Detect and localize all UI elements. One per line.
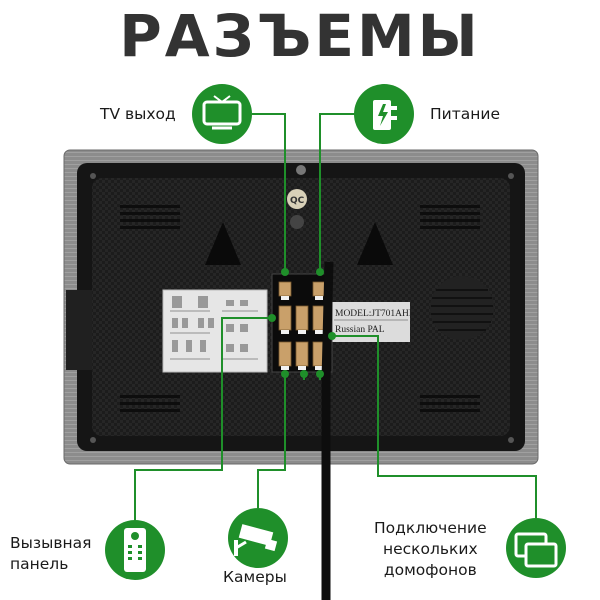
multi-intercom-label-line1: Подключение <box>374 519 487 537</box>
multi-intercom-label: Подключение нескольких домофонов <box>374 518 487 581</box>
cameras-label: Камеры <box>223 568 287 586</box>
call-panel-label-line2: панель <box>10 555 69 573</box>
standard-text: Russian PAL <box>335 325 385 335</box>
model-text: MODEL:JT701AHD <box>335 309 416 319</box>
power-adapter-icon <box>354 84 414 144</box>
tv-output-label: TV выход <box>100 105 176 123</box>
call-panel-icon <box>105 520 165 580</box>
camera-icon <box>228 508 288 568</box>
tv-output-icon <box>192 84 252 144</box>
multi-intercom-label-line3: домофонов <box>383 561 477 579</box>
power-label: Питание <box>430 105 500 123</box>
qc-label: QC <box>290 196 305 206</box>
multi-intercom-icon <box>506 518 566 578</box>
call-panel-label: Вызывная панель <box>10 533 91 575</box>
multi-intercom-label-line2: нескольких <box>382 540 478 558</box>
page-title: РАЗЪЕМЫ <box>119 2 481 70</box>
call-panel-label-line1: Вызывная <box>10 534 92 552</box>
